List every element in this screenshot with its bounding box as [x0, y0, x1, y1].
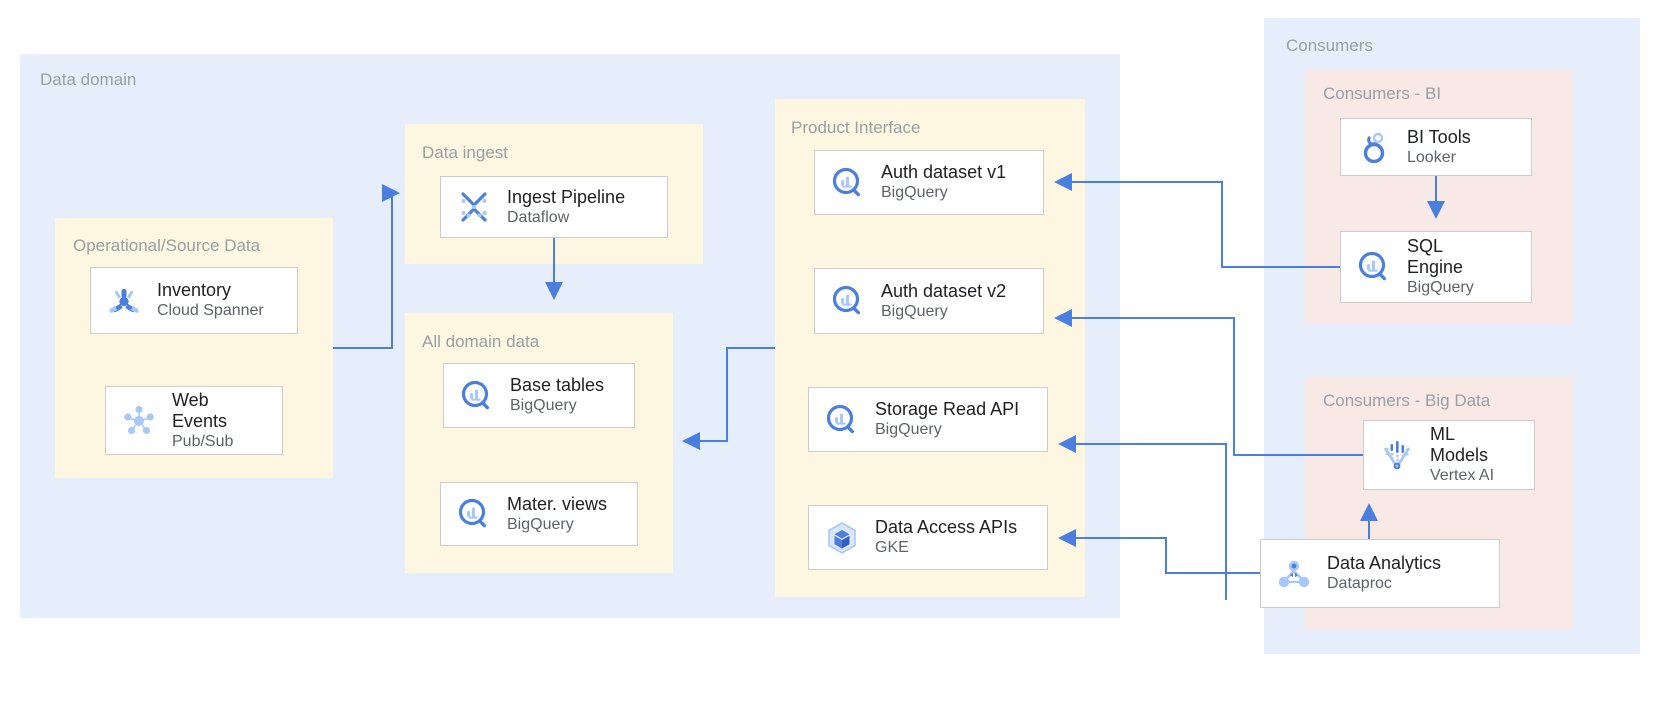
node-sql-engine-subtitle: BigQuery	[1407, 279, 1474, 296]
group-consumers-label: Consumers	[1286, 36, 1373, 55]
group-all-domain-data-label: All domain data	[422, 332, 540, 351]
node-ml-models-subtitle: Vertex AI	[1430, 467, 1495, 484]
node-auth-dataset-v1-title: Auth dataset v1	[881, 162, 1007, 182]
bigquery-icon	[819, 397, 865, 443]
node-mater-views-subtitle: BigQuery	[507, 515, 574, 533]
node-mater-views[interactable]: Mater. views BigQuery	[440, 482, 638, 546]
node-storage-read-api[interactable]: Storage Read API BigQuery	[808, 387, 1048, 452]
node-web-events[interactable]: Web Events Pub/Sub	[105, 386, 283, 455]
node-storage-read-api-subtitle: BigQuery	[875, 421, 942, 438]
bigquery-icon	[454, 373, 500, 419]
group-consumers-bi-label: Consumers - BI	[1323, 84, 1442, 103]
group-consumers-big-data-label: Consumers - Big Data	[1323, 391, 1491, 410]
bigquery-icon	[825, 278, 871, 324]
node-inventory[interactable]: Inventory Cloud Spanner	[90, 267, 298, 334]
group-data-ingest-label: Data ingest	[422, 143, 508, 162]
bigquery-icon	[1351, 244, 1397, 290]
node-auth-dataset-v1-subtitle: BigQuery	[881, 184, 948, 201]
node-ml-models[interactable]: ML Models Vertex AI	[1363, 420, 1535, 490]
node-data-analytics-subtitle: Dataproc	[1327, 575, 1392, 592]
node-auth-dataset-v2-subtitle: BigQuery	[881, 302, 948, 320]
node-mater-views-title: Mater. views	[507, 493, 608, 514]
looker-icon	[1351, 124, 1397, 170]
node-data-access-apis-title: Data Access APIs	[875, 517, 1018, 537]
node-base-tables[interactable]: Base tables BigQuery	[443, 363, 635, 428]
node-ingest-pipeline-subtitle: Dataflow	[507, 208, 570, 226]
vertex-ai-icon	[1374, 432, 1420, 478]
node-data-access-apis-subtitle: GKE	[875, 539, 909, 556]
node-sql-engine[interactable]: SQL Engine BigQuery	[1340, 231, 1532, 303]
node-auth-dataset-v2-title: Auth dataset v2	[881, 280, 1007, 301]
dataproc-icon	[1271, 551, 1317, 597]
node-ingest-pipeline[interactable]: Ingest Pipeline Dataflow	[440, 176, 668, 238]
bigquery-icon	[451, 491, 497, 537]
node-base-tables-subtitle: BigQuery	[510, 397, 577, 414]
node-bi-tools-title: BI Tools	[1407, 126, 1471, 147]
node-data-analytics-title: Data Analytics	[1327, 553, 1442, 573]
group-operational-source-data-label: Operational/Source Data	[73, 236, 261, 255]
dataflow-icon	[451, 184, 497, 230]
gke-icon	[819, 515, 865, 561]
node-base-tables-title: Base tables	[510, 375, 605, 395]
cloud-spanner-icon	[101, 278, 147, 324]
node-inventory-title: Inventory	[157, 280, 232, 300]
node-data-analytics[interactable]: Data Analytics Dataproc	[1260, 539, 1500, 608]
node-web-events-title: Web Events	[172, 389, 228, 431]
group-data-domain-label: Data domain	[40, 70, 137, 89]
node-data-access-apis[interactable]: Data Access APIs GKE	[808, 505, 1048, 570]
node-web-events-subtitle: Pub/Sub	[172, 432, 234, 450]
node-bi-tools[interactable]: BI Tools Looker	[1340, 118, 1532, 176]
node-storage-read-api-title: Storage Read API	[875, 399, 1020, 419]
bigquery-icon	[825, 160, 871, 206]
node-sql-engine-title: SQL Engine	[1407, 236, 1464, 277]
node-bi-tools-subtitle: Looker	[1407, 148, 1456, 166]
node-auth-dataset-v1[interactable]: Auth dataset v1 BigQuery	[814, 150, 1044, 215]
node-auth-dataset-v2[interactable]: Auth dataset v2 BigQuery	[814, 268, 1044, 334]
group-product-interface-label: Product Interface	[791, 118, 921, 137]
node-inventory-subtitle: Cloud Spanner	[157, 302, 264, 319]
node-ingest-pipeline-title: Ingest Pipeline	[507, 186, 626, 207]
pubsub-icon	[116, 398, 162, 444]
node-ml-models-title: ML Models	[1430, 424, 1489, 465]
